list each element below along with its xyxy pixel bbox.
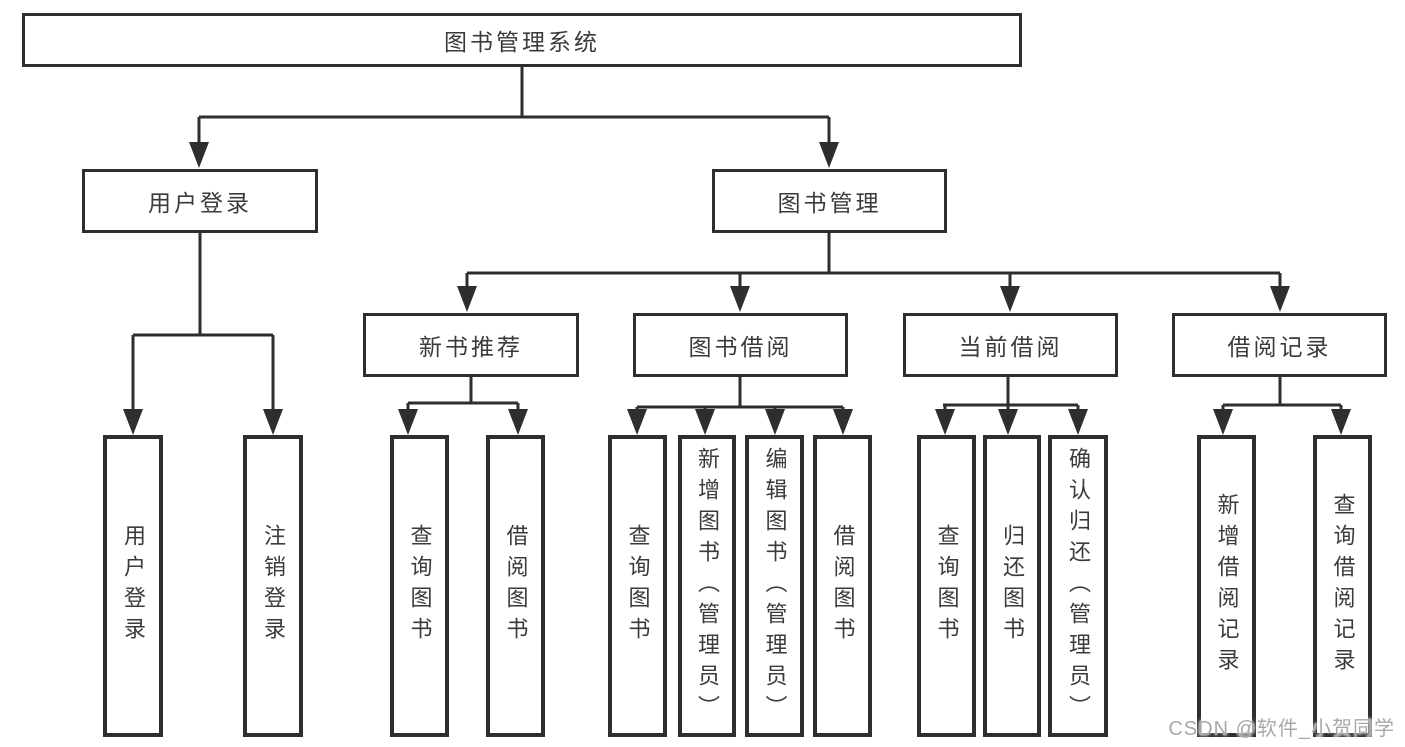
- node-user-login: 用户登录: [82, 169, 318, 233]
- leaf-confirm-return-admin: 确认归还（管理员）: [1048, 435, 1108, 737]
- watermark: CSDN @软件_小贺同学: [1168, 718, 1395, 740]
- leaf-return-books: 归还图书: [983, 435, 1041, 737]
- leaf-add-book-admin: 新增图书（管理员）: [678, 435, 736, 737]
- node-book-management: 图书管理: [712, 169, 947, 233]
- leaf-query-borrow-record: 查询借阅记录: [1313, 435, 1372, 737]
- node-current-borrowing: 当前借阅: [903, 313, 1118, 377]
- node-book-borrowing: 图书借阅: [633, 313, 848, 377]
- leaf-borrow-books-recommend: 借阅图书: [486, 435, 545, 737]
- leaf-query-books-borrowing: 查询图书: [608, 435, 667, 737]
- node-library-management-system: 图书管理系统: [22, 13, 1022, 67]
- node-new-book-recommendation: 新书推荐: [363, 313, 579, 377]
- node-borrowing-records: 借阅记录: [1172, 313, 1387, 377]
- leaf-borrow-books-borrowing: 借阅图书: [813, 435, 872, 737]
- leaf-logout: 注销登录: [243, 435, 303, 737]
- arrowheads: [123, 142, 1351, 435]
- leaf-user-login: 用户登录: [103, 435, 163, 737]
- leaf-add-borrow-record: 新增借阅记录: [1197, 435, 1256, 737]
- leaf-query-books-current: 查询图书: [917, 435, 976, 737]
- leaf-query-books-recommend: 查询图书: [390, 435, 449, 737]
- leaf-edit-book-admin: 编辑图书（管理员）: [745, 435, 804, 737]
